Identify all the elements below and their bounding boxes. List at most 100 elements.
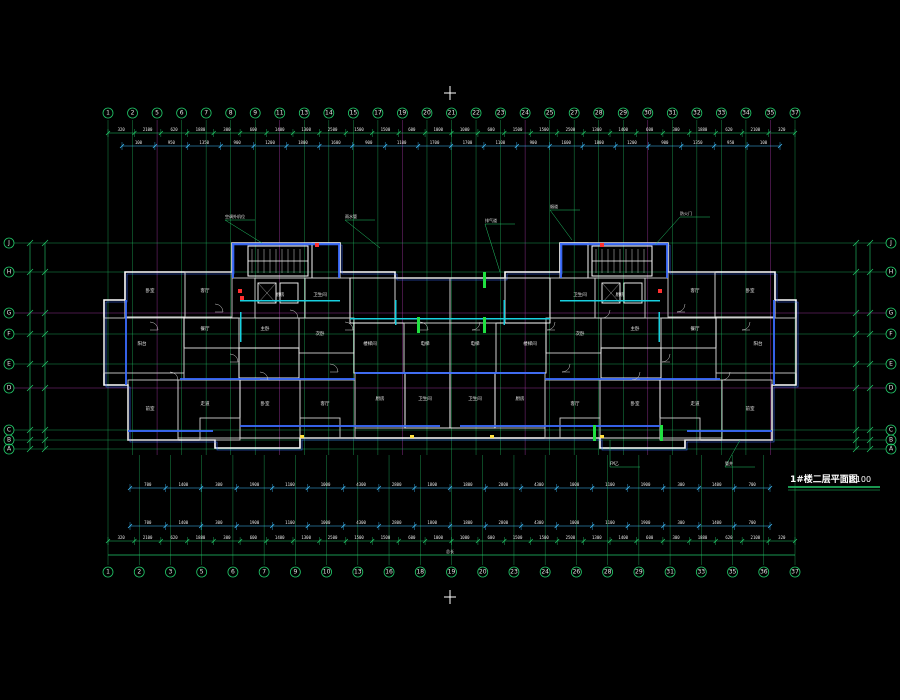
grid-bubble-left: [3, 307, 15, 319]
room-label: 厨房: [376, 395, 385, 402]
blue-wall-segment: [338, 243, 340, 278]
top-dim-outer-value: 320: [118, 127, 126, 132]
grid-bubble-label-bottom: 26: [573, 569, 581, 576]
blue-wall-segment: [240, 425, 440, 427]
blue-wall-segment: [450, 372, 545, 374]
yellow-mark: [410, 435, 414, 438]
left-dim-inner-tick: [41, 436, 49, 444]
red-mark: [240, 296, 244, 300]
grid-bubble-label-left: G: [7, 310, 12, 317]
grid-bubble-label-top: 32: [693, 110, 701, 117]
elevator-shaft: [279, 282, 299, 304]
bottom-dim-mid-value: 1000: [321, 482, 331, 487]
grid-bubble-top: [298, 107, 310, 119]
top-dim-outer-value: 1000: [433, 127, 443, 132]
left-dim-inner-tick: [41, 445, 49, 453]
room-label: 厨房: [516, 395, 525, 402]
grid-bubble-bottom: [227, 566, 239, 578]
door-swing: [721, 371, 731, 381]
top-dim-inner-value: 1350: [693, 140, 703, 145]
grid-bubble-left: [3, 382, 15, 394]
plan-layer: [103, 242, 799, 451]
top-dim-inner-value: 1800: [594, 140, 604, 145]
grid-bubble-label-bottom: 16: [385, 569, 393, 576]
grid-bubble-bottom: [102, 566, 114, 578]
bottom-dim-outer-value: 600: [250, 535, 258, 540]
leader-line: [344, 219, 381, 249]
grid-bubble-left: [3, 237, 15, 249]
bottom-dim-outer-value: 1500: [354, 535, 364, 540]
left-dim-outer-tick: [26, 445, 34, 453]
left-dim-outer-tick: [26, 268, 34, 276]
room-label: 前室: [746, 405, 755, 412]
grid-bubble-label-bottom: 7: [262, 569, 266, 576]
top-dim-inner-value: 950: [168, 140, 176, 145]
annotation-text: 空调外机位: [225, 213, 245, 219]
grid-bubble-label-right: J: [889, 240, 892, 247]
bottom-dim-inner-value: 2800: [392, 520, 402, 525]
top-dim-inner-value: 1100: [397, 140, 407, 145]
grid-bubble-label-bottom: 37: [791, 569, 799, 576]
blue-wall-segment: [560, 243, 562, 278]
grid-bubble-label-right: B: [889, 437, 893, 444]
leader-line: [654, 216, 681, 246]
cyan-wall-segment: [503, 300, 505, 325]
elevator-cross: [601, 282, 621, 304]
bottom-dim-outer-value: 1400: [618, 535, 628, 540]
right-dim-outer-tick: [866, 384, 874, 392]
left-dim-outer-tick: [26, 360, 34, 368]
top-dim-inner-value: 1200: [265, 140, 275, 145]
bottom-dim-mid-value: 300: [677, 482, 685, 487]
top-dim-inner-value: 1350: [199, 140, 209, 145]
top-dim-outer-value: 1500: [539, 127, 549, 132]
right-dim-inner-tick: [852, 239, 860, 247]
door-swing: [601, 309, 611, 319]
grid-bubble-label-top: 22: [472, 110, 480, 117]
top-dim-outer-value: 1500: [381, 127, 391, 132]
right-dim-inner-tick: [852, 384, 860, 392]
blue-wall-segment: [773, 300, 775, 385]
grid-bubble-top: [617, 107, 629, 119]
top-dim-inner-value: 100: [760, 140, 768, 145]
red-mark: [315, 243, 319, 247]
bottom-dim-mid-value: 1400: [712, 482, 722, 487]
top-dim-inner-value: 1100: [496, 140, 506, 145]
left-dim-outer-tick: [26, 436, 34, 444]
blue-wall-segment: [232, 243, 234, 278]
grid-bubble-bottom: [477, 566, 489, 578]
grid-bubble-top: [593, 107, 605, 119]
right-dim-outer-tick: [866, 445, 874, 453]
blue-wall-segment: [128, 430, 213, 432]
top-dim-outer-value: 1400: [618, 127, 628, 132]
grid-bubble-bottom: [508, 566, 520, 578]
top-dim-outer-value: 320: [778, 127, 786, 132]
bottom-dim-mid-value: 1900: [641, 482, 651, 487]
grid-bubble-top: [347, 107, 359, 119]
grid-bubble-right: [885, 237, 897, 249]
grid-bubble-label-top: 31: [669, 110, 677, 117]
room-label: 主卧: [631, 325, 640, 332]
top-dim-outer-value: 1500: [354, 127, 364, 132]
grid-bubble-label-top: 17: [374, 110, 382, 117]
grid-bubble-label-top: 37: [791, 110, 799, 117]
grid-bubble-label-top: 27: [570, 110, 578, 117]
bottom-dim-mid-value: 700: [144, 482, 152, 487]
grid-bubble-top: [446, 107, 457, 119]
right-dim-outer-tick: [866, 426, 874, 434]
right-dim-inner-tick: [852, 426, 860, 434]
bottom-dim-outer-value: 1000: [460, 535, 470, 540]
grid-bubble-top: [127, 107, 138, 119]
top-dim-outer-value: 1400: [275, 127, 285, 132]
top-dim-outer-value: 1500: [513, 127, 523, 132]
bottom-dim-outer-value: 620: [170, 535, 178, 540]
top-dim-inner-value: 1800: [298, 140, 308, 145]
cyan-wall-segment: [560, 300, 660, 302]
bottom-dim-inner-value: 1900: [641, 520, 651, 525]
grid-bubble-label-left: D: [7, 385, 12, 392]
room-label: 卫生间: [313, 291, 327, 298]
bottom-dim-inner-value: 700: [749, 520, 757, 525]
grid-bubble-label-bottom: 6: [231, 569, 235, 576]
left-dim-inner-tick: [41, 309, 49, 317]
